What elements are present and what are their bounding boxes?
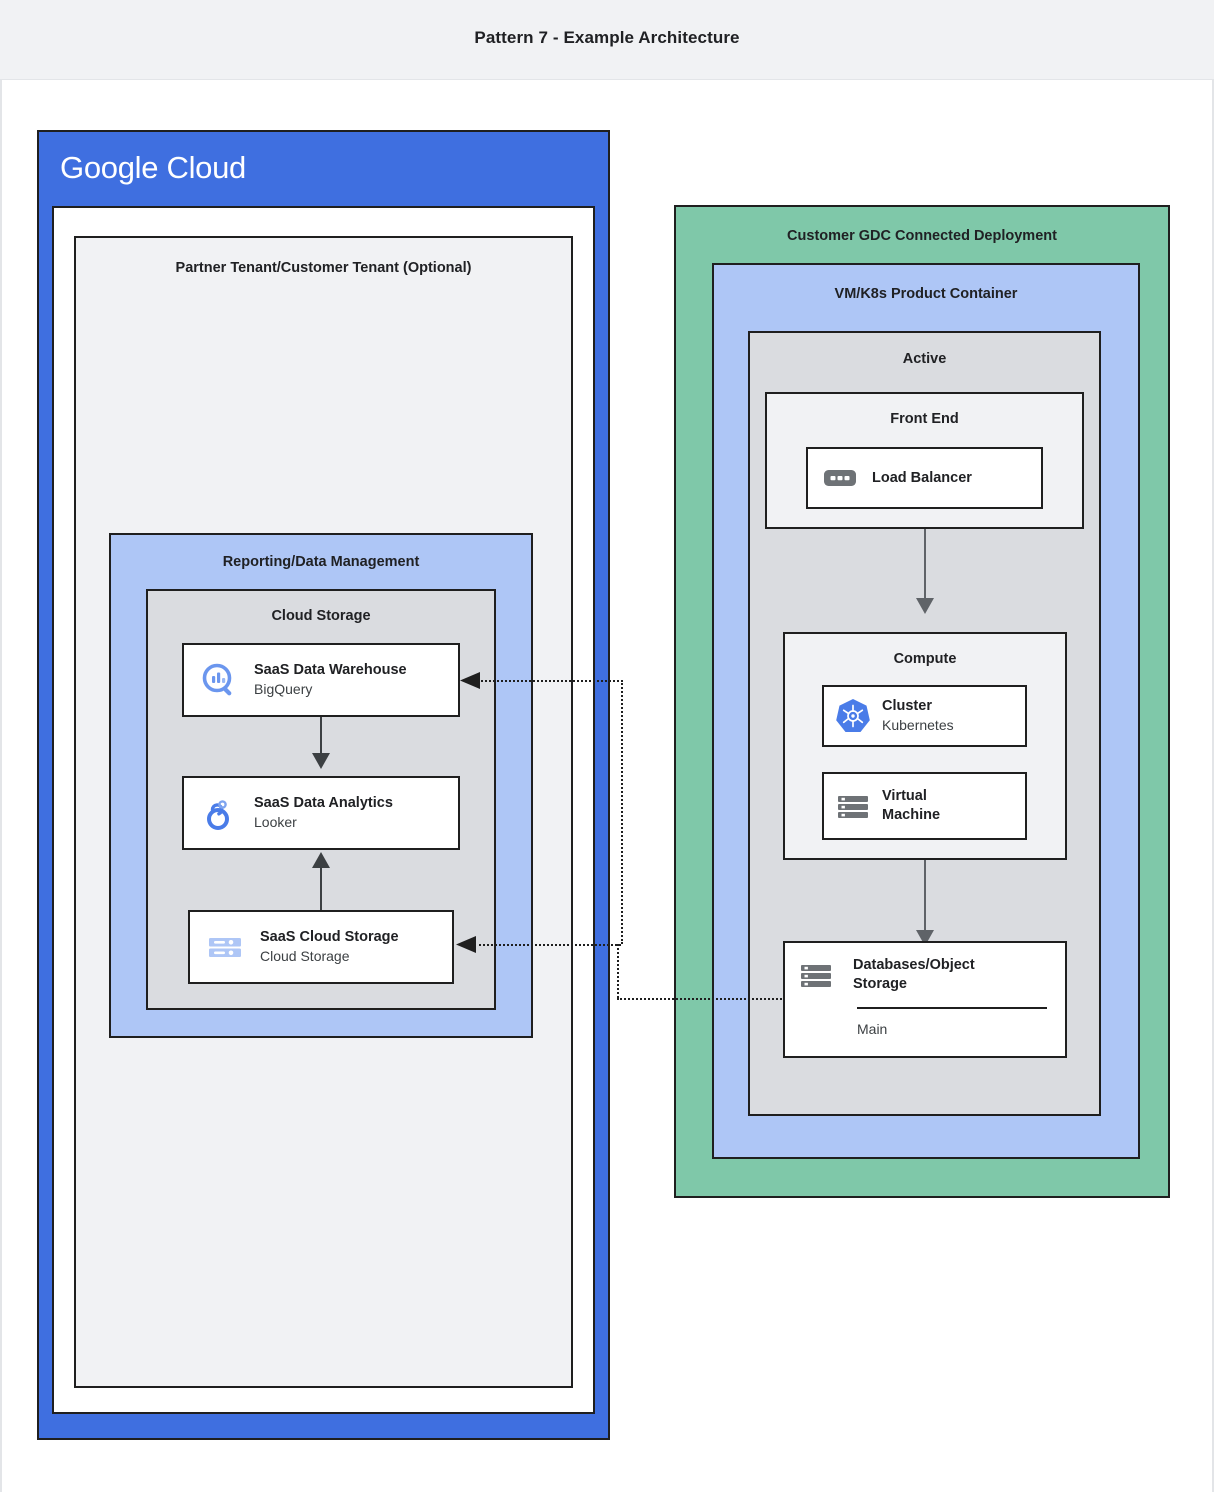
saas-data-warehouse-card[interactable]: SaaS Data Warehouse BigQuery: [182, 643, 460, 717]
virtual-machine-icon: [834, 787, 872, 825]
connector-database-to-cloud-storage-arrowhead: [456, 936, 476, 953]
cluster-title: Cluster: [882, 698, 932, 715]
cloud-storage-icon: [204, 926, 246, 968]
saas-cloud-storage-card[interactable]: SaaS Cloud Storage Cloud Storage: [188, 910, 454, 984]
kubernetes-icon: [834, 697, 872, 735]
saas-cloud-storage-title: SaaS Cloud Storage: [260, 929, 399, 946]
virtual-machine-text: Virtual Machine: [882, 787, 940, 825]
saas-data-analytics-title: SaaS Data Analytics: [254, 795, 393, 812]
databases-object-storage-title-line2: Storage: [853, 976, 907, 992]
databases-object-storage-title-line1: Databases/Object: [853, 957, 975, 974]
databases-object-storage-header: Databases/Object Storage: [785, 943, 1065, 1007]
connector-compute-to-database-line: [924, 860, 926, 936]
page-title: Pattern 7 - Example Architecture: [474, 28, 740, 47]
databases-object-storage-divider: [857, 1007, 1047, 1009]
google-cloud-logo: Google Cloud: [60, 150, 246, 186]
virtual-machine-card[interactable]: Virtual Machine: [822, 772, 1027, 840]
connector-warehouse-to-analytics-line: [320, 717, 322, 759]
load-balancer-text: Load Balancer: [872, 469, 972, 488]
reporting-data-management-title: Reporting/Data Management: [222, 554, 420, 570]
saas-data-warehouse-text: SaaS Data Warehouse BigQuery: [254, 661, 407, 699]
database-icon: [799, 956, 837, 994]
bigquery-icon: [198, 659, 240, 701]
saas-data-warehouse-subtitle: BigQuery: [254, 680, 313, 697]
cloud-storage-group-title: Cloud Storage: [271, 608, 371, 624]
page-rail-left: [0, 80, 2, 1492]
databases-object-storage-text: Databases/Object Storage: [853, 956, 975, 994]
saas-data-analytics-text: SaaS Data Analytics Looker: [254, 794, 393, 832]
load-balancer-card[interactable]: Load Balancer: [806, 447, 1043, 509]
connector-trunk-to-database-line: [617, 998, 785, 1000]
databases-object-storage-card[interactable]: Databases/Object Storage Main: [783, 941, 1067, 1058]
saas-data-analytics-card[interactable]: SaaS Data Analytics Looker: [182, 776, 460, 850]
cluster-kubernetes-text: Cluster Kubernetes: [882, 697, 954, 735]
google-cloud-logo-thin: Cloud: [166, 150, 247, 185]
cluster-subtitle: Kubernetes: [882, 716, 954, 733]
saas-cloud-storage-subtitle: Cloud Storage: [260, 947, 350, 964]
connector-frontend-to-compute-line: [924, 529, 926, 604]
connector-database-to-warehouse-arrowhead: [460, 672, 480, 689]
gdc-deployment-title: Customer GDC Connected Deployment: [787, 228, 1057, 244]
page-rail-right: [1212, 80, 1214, 1492]
connector-trunk-vertical-lower: [617, 944, 619, 998]
virtual-machine-title-line2: Machine: [882, 807, 941, 823]
saas-cloud-storage-text: SaaS Cloud Storage Cloud Storage: [260, 928, 399, 966]
databases-object-storage-footer: Main: [857, 1021, 888, 1037]
saas-data-warehouse-title: SaaS Data Warehouse: [254, 662, 407, 679]
active-title: Active: [902, 351, 947, 367]
header-band: [0, 0, 1214, 80]
partner-tenant-title: Partner Tenant/Customer Tenant (Optional…: [175, 260, 472, 276]
vm-k8s-product-container-title: VM/K8s Product Container: [834, 286, 1018, 302]
connector-database-to-warehouse-line: [478, 680, 623, 682]
cluster-kubernetes-card[interactable]: Cluster Kubernetes: [822, 685, 1027, 747]
load-balancer-icon: [822, 460, 858, 496]
connector-storage-to-analytics-line: [320, 868, 322, 912]
saas-data-analytics-subtitle: Looker: [254, 813, 297, 830]
connector-storage-to-analytics-arrowhead: [312, 852, 330, 868]
connector-warehouse-to-analytics-arrowhead: [312, 753, 330, 769]
virtual-machine-title-line1: Virtual: [882, 788, 927, 805]
load-balancer-title: Load Balancer: [872, 469, 972, 486]
connector-database-to-cloud-storage-line: [474, 944, 621, 946]
compute-title: Compute: [893, 651, 957, 667]
connector-trunk-vertical: [621, 680, 623, 944]
connector-frontend-to-compute-arrowhead: [916, 598, 934, 614]
front-end-title: Front End: [890, 411, 959, 427]
google-cloud-logo-bold: Google: [60, 150, 159, 185]
connector-compute-to-database-arrowhead: [916, 930, 934, 946]
looker-icon: [198, 792, 240, 834]
